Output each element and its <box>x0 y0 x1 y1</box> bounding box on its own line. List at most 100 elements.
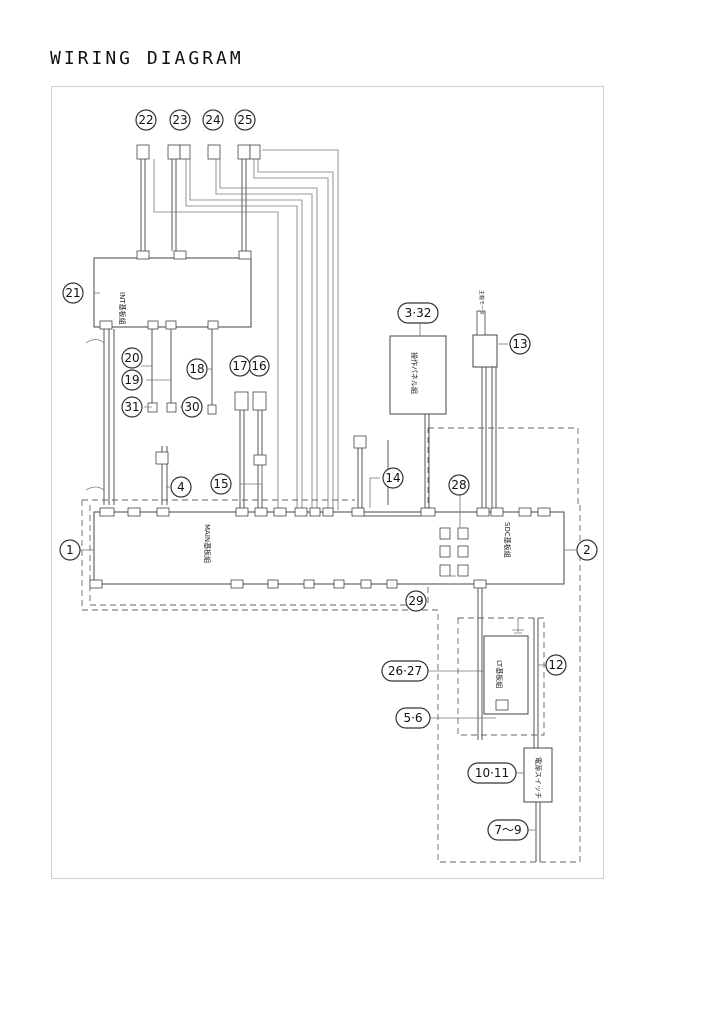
main-connector <box>99 507 115 517</box>
cable-connector <box>439 527 451 540</box>
cable-connector <box>439 564 451 577</box>
callout-label: 28 <box>451 478 466 492</box>
int-connector <box>173 250 187 260</box>
callout-circle <box>170 476 192 498</box>
operation-panel-box <box>389 335 447 415</box>
sdc-connector <box>537 507 551 517</box>
callout-label: 7〜9 <box>494 823 521 837</box>
callout-circle <box>509 333 531 355</box>
buzzer <box>353 435 367 449</box>
callout-circle <box>545 654 567 676</box>
int-connector <box>238 250 252 260</box>
callout-label: 20 <box>124 351 139 365</box>
callout-circle <box>202 109 224 131</box>
sdc-board-label: SDC基板組 <box>503 522 512 558</box>
spindle-shaft <box>476 310 486 336</box>
sdc-connector <box>473 579 487 589</box>
sdc-connector <box>457 564 469 577</box>
callout-label: 24 <box>205 113 220 127</box>
encoder-motor <box>237 144 251 160</box>
spindle-motor-box <box>472 334 498 368</box>
diagram-frame <box>51 86 604 879</box>
callout-label: 16 <box>251 359 266 373</box>
callout-label: 31 <box>124 400 139 414</box>
callout-circle <box>121 347 143 369</box>
main-board-box <box>93 511 565 585</box>
main-connector <box>156 507 170 517</box>
solenoid <box>252 391 267 411</box>
main-connector <box>267 579 279 589</box>
int-board-box <box>93 257 252 328</box>
power-switch-box <box>523 747 553 803</box>
main-connector <box>254 507 268 517</box>
encoder-motors <box>136 144 339 510</box>
power-section: LT基板組 電源スイッチ <box>477 588 553 862</box>
main-connector <box>303 579 315 589</box>
sensor <box>166 402 177 413</box>
int-connector <box>165 320 177 330</box>
callout-circle <box>234 109 256 131</box>
callout-label: 2 <box>583 543 591 557</box>
main-board: MAIN基板組 SDC基板組 <box>89 507 565 589</box>
int-connector <box>207 320 219 330</box>
main-connector <box>89 579 103 589</box>
main-connector <box>230 579 244 589</box>
main-connector <box>351 507 365 517</box>
leader-lines <box>80 292 576 831</box>
operation-panel-label: 操作パネル組 <box>410 352 419 394</box>
callout-circle <box>181 396 203 418</box>
main-board-label: MAIN基板組 <box>203 524 212 563</box>
callout-label: 4 <box>177 480 185 494</box>
solenoids <box>234 391 267 510</box>
callout-circle <box>121 396 143 418</box>
callout-circle <box>62 282 84 304</box>
callout-label: 30 <box>184 400 199 414</box>
sdc-connector <box>518 507 532 517</box>
callout-label: 5·6 <box>403 711 422 725</box>
callout-circle <box>169 109 191 131</box>
callout-circle <box>382 467 404 489</box>
main-connector <box>127 507 141 517</box>
callout-label: 10·11 <box>475 766 509 780</box>
callout-circle <box>121 369 143 391</box>
main-connector <box>322 507 334 517</box>
callout-label: 17 <box>232 359 247 373</box>
main-connector <box>386 579 398 589</box>
sdc-connector <box>490 507 504 517</box>
sdc-connector <box>457 527 469 540</box>
callout-label: 18 <box>189 362 204 376</box>
callout-circle <box>59 539 81 561</box>
callout-label: 1 <box>66 543 74 557</box>
int-connector <box>147 320 159 330</box>
callout-label: 19 <box>124 373 139 387</box>
int-connector <box>99 320 113 330</box>
main-connector <box>333 579 345 589</box>
callout-oval <box>397 302 439 324</box>
spindle-motor: 主軸モータ <box>472 290 498 508</box>
callout-label: 3·32 <box>405 306 432 320</box>
callout-circle <box>229 355 251 377</box>
flat-cable <box>85 329 115 505</box>
main-connector <box>420 507 436 517</box>
sdc-connector <box>476 507 490 517</box>
int-board-label: INT基板組 <box>118 292 127 325</box>
int-harnesses <box>147 329 217 505</box>
operation-panel: 操作パネル組 <box>353 335 447 517</box>
lt-board-label: LT基板組 <box>495 660 504 688</box>
cable-connector <box>439 545 451 558</box>
callout-circle <box>405 590 427 612</box>
main-connector <box>294 507 308 517</box>
connector-14p <box>155 451 169 465</box>
callout-label: 21 <box>65 286 80 300</box>
encoder-motor <box>167 144 181 160</box>
callout-label: 12 <box>548 658 563 672</box>
callout-circle <box>186 358 208 380</box>
callout-label: 29 <box>408 594 423 608</box>
spindle-motor-label: 主軸モータ <box>478 290 485 315</box>
callout-oval <box>395 707 431 729</box>
callout-label: 23 <box>172 113 187 127</box>
callout-label: 25 <box>237 113 252 127</box>
power-switch-label: 電源スイッチ <box>534 757 543 799</box>
solenoid <box>234 391 249 411</box>
